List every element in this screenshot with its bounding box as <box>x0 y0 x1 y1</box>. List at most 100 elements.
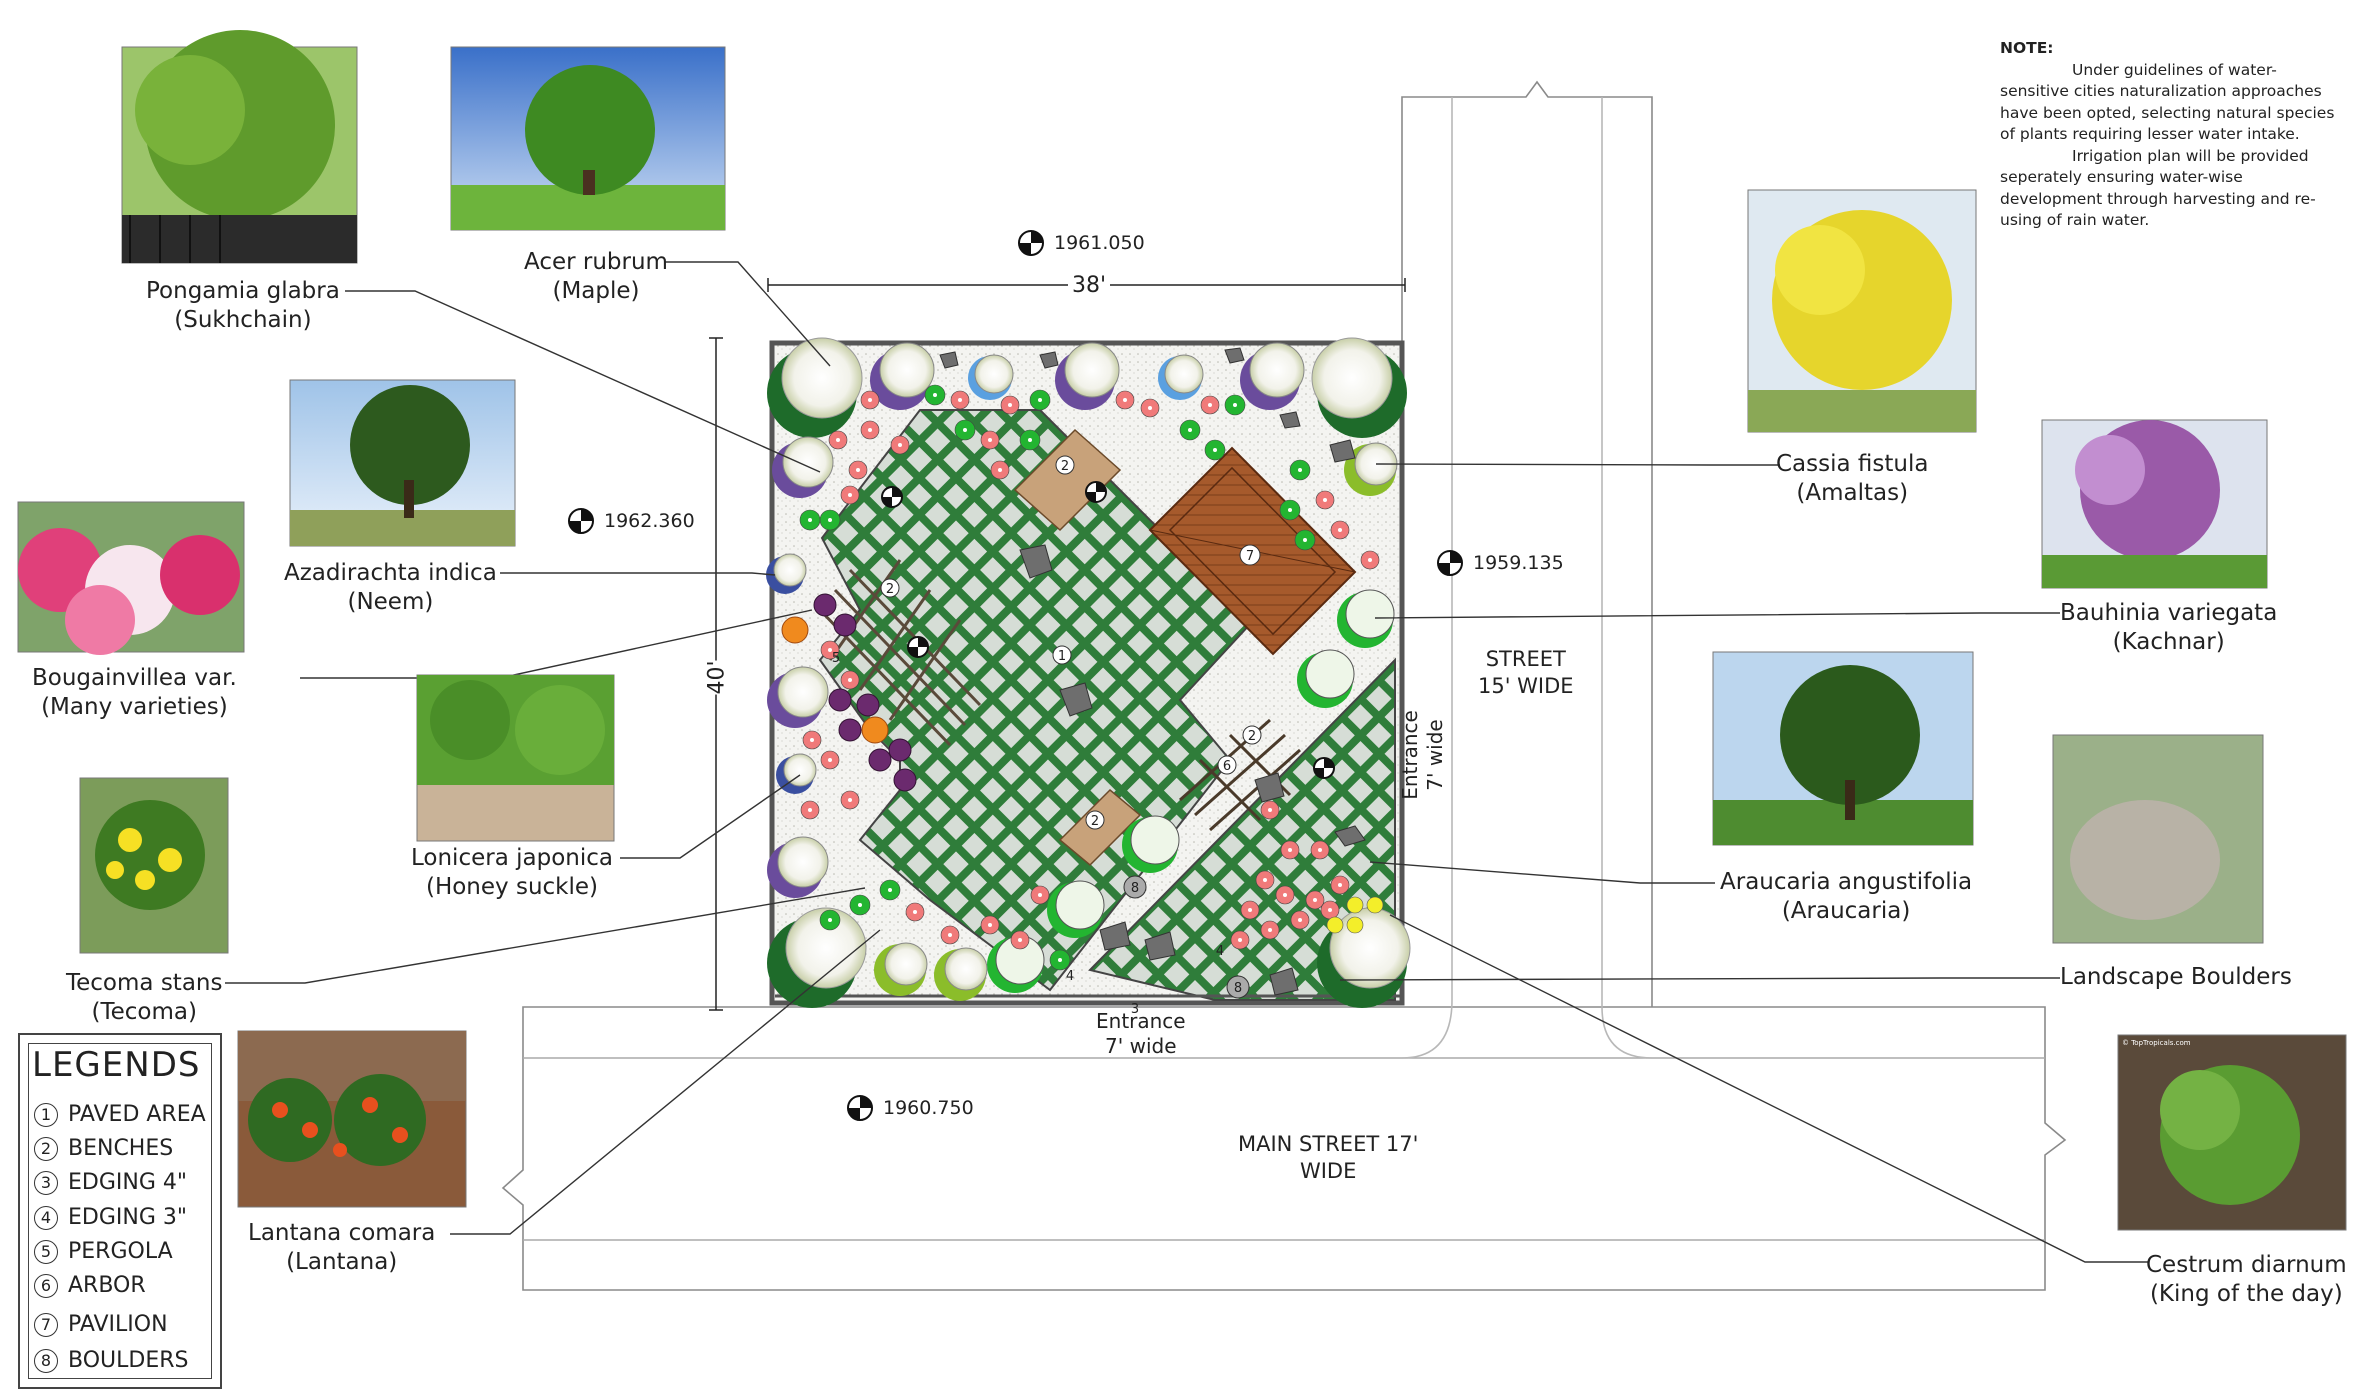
label-bougainvillea-name: Bougainvillea var. <box>32 665 237 691</box>
plant-photo-azadirachta <box>289 379 516 547</box>
label-araucaria-common: (Araucaria) <box>1781 898 1911 924</box>
label-bauhinia-common: (Kachnar) <box>2112 629 2225 655</box>
yellow-flower <box>1346 916 1364 934</box>
elevation-bottom: 1960.750 <box>883 1097 974 1119</box>
entrance-right-label: Entrance 7' wide <box>1397 710 1447 800</box>
shrub-center <box>1323 498 1327 502</box>
shrub-center <box>868 398 872 402</box>
label-cassia: Cassia fistula (Amaltas) <box>1776 450 1928 508</box>
shrub-center <box>1038 893 1042 897</box>
yellow-flower <box>1346 896 1364 914</box>
label-araucaria-name: Araucaria angustifolia <box>1720 869 1973 895</box>
legend-number: 5 <box>34 1240 58 1264</box>
plan-marker-2b: 2 <box>886 582 894 597</box>
label-cestrum: Cestrum diarnum (King of the day) <box>2146 1251 2347 1309</box>
plan-marker-1: 1 <box>1058 649 1066 664</box>
photo-credit: © TopTropicals.com <box>2122 1039 2191 1047</box>
shrub-center <box>988 438 992 442</box>
bougainvillea-cluster <box>813 593 837 617</box>
yellow-flower <box>1326 916 1344 934</box>
shrub-center <box>1288 508 1292 512</box>
plant-photo-tecoma <box>79 777 229 954</box>
plant-photo-pongamia <box>121 30 358 264</box>
label-acer-name: Acer rubrum <box>524 249 668 275</box>
shrub-center <box>1058 958 1062 962</box>
shrub-center <box>1028 438 1032 442</box>
shrub-center <box>1288 848 1292 852</box>
label-lonicera: Lonicera japonica (Honey suckle) <box>411 844 613 902</box>
note-paragraph-1: Under guidelines of water-sensitive citi… <box>2000 60 2335 144</box>
label-lantana-common: (Lantana) <box>286 1249 398 1275</box>
shrub-center <box>1268 928 1272 932</box>
plant-photo-cassia <box>1747 189 1977 433</box>
note-block: NOTE: Under guidelines of water-sensitiv… <box>2000 38 2345 232</box>
label-tecoma-name: Tecoma stans <box>66 970 223 996</box>
note-heading: NOTE: <box>2000 39 2054 57</box>
label-boulders-name: Landscape Boulders <box>2060 964 2292 990</box>
plan-marker-8a: 8 <box>1131 881 1139 896</box>
shrub-center <box>1338 528 1342 532</box>
main-street-label: MAIN STREET 17' WIDE <box>1238 1132 1419 1183</box>
legend-number: 1 <box>34 1103 58 1127</box>
shrub-center <box>1018 938 1022 942</box>
site-plan: 1 2 2 2 2 3 4 4 5 6 7 8 8 <box>766 337 1411 1017</box>
label-tecoma: Tecoma stans (Tecoma) <box>66 969 222 1027</box>
label-cassia-common: (Amaltas) <box>1796 480 1909 506</box>
bougainvillea-cluster <box>833 613 857 637</box>
plan-marker-2c: 2 <box>1091 814 1099 829</box>
shrub-center <box>1298 918 1302 922</box>
plant-photo-bauhinia <box>2041 419 2268 589</box>
plant-photo-araucaria <box>1712 651 1974 846</box>
label-tecoma-common: (Tecoma) <box>91 999 197 1025</box>
shrub-center <box>1038 398 1042 402</box>
shrub-center <box>858 903 862 907</box>
legend-number: 2 <box>34 1137 58 1161</box>
label-acer-common: (Maple) <box>552 278 640 304</box>
label-boulders: Landscape Boulders <box>2060 963 2292 992</box>
plan-marker-5: 5 <box>832 651 840 666</box>
entrance-bottom-label: Entrance 7' wide <box>1096 1009 1186 1058</box>
legend-label: BOULDERS <box>68 1348 189 1373</box>
bougainvillea-cluster <box>888 738 912 762</box>
legend-label: PERGOLA <box>68 1239 173 1264</box>
legend-label: EDGING 3" <box>68 1205 187 1230</box>
legend-number: 4 <box>34 1206 58 1230</box>
shrub-center <box>1148 406 1152 410</box>
shrub-center <box>958 398 962 402</box>
label-lantana-name: Lantana comara <box>248 1220 436 1246</box>
plan-marker-2d: 2 <box>1248 729 1256 744</box>
label-cestrum-common: (King of the day) <box>2149 1281 2343 1307</box>
street-right-label: STREET 15' WIDE <box>1478 647 1574 698</box>
label-araucaria: Araucaria angustifolia (Araucaria) <box>1720 868 1972 926</box>
legend-item-7: 7 PAVILION <box>34 1312 168 1337</box>
width-dimension: 38' <box>1068 271 1111 300</box>
shrub-center <box>1298 468 1302 472</box>
shrub-center <box>836 438 840 442</box>
bougainvillea-cluster <box>838 718 862 742</box>
bougainvillea-cluster <box>868 748 892 772</box>
shrub-center <box>848 798 852 802</box>
shrub-center <box>1268 808 1272 812</box>
shrub-center <box>856 468 860 472</box>
shrub-center <box>898 443 902 447</box>
shrub-center <box>1238 938 1242 942</box>
legend-number: 3 <box>34 1171 58 1195</box>
lantana-flower <box>781 616 809 644</box>
shrub-center <box>1368 558 1372 562</box>
plan-marker-7: 7 <box>1246 549 1254 564</box>
street-outlines <box>501 80 2067 1291</box>
shrub-center <box>1233 403 1237 407</box>
shrub-center <box>828 758 832 762</box>
label-pongamia: Pongamia glabra (Sukhchain) <box>146 277 340 335</box>
shrub-center <box>810 738 814 742</box>
shrub-center <box>888 888 892 892</box>
legend-label: PAVILION <box>68 1312 168 1337</box>
legend-number: 7 <box>34 1313 58 1337</box>
yellow-flower <box>1366 896 1384 914</box>
label-azadirachta: Azadirachta indica (Neem) <box>284 559 497 617</box>
plan-marker-4a: 4 <box>1066 969 1074 984</box>
legend-label: ARBOR <box>68 1273 146 1298</box>
